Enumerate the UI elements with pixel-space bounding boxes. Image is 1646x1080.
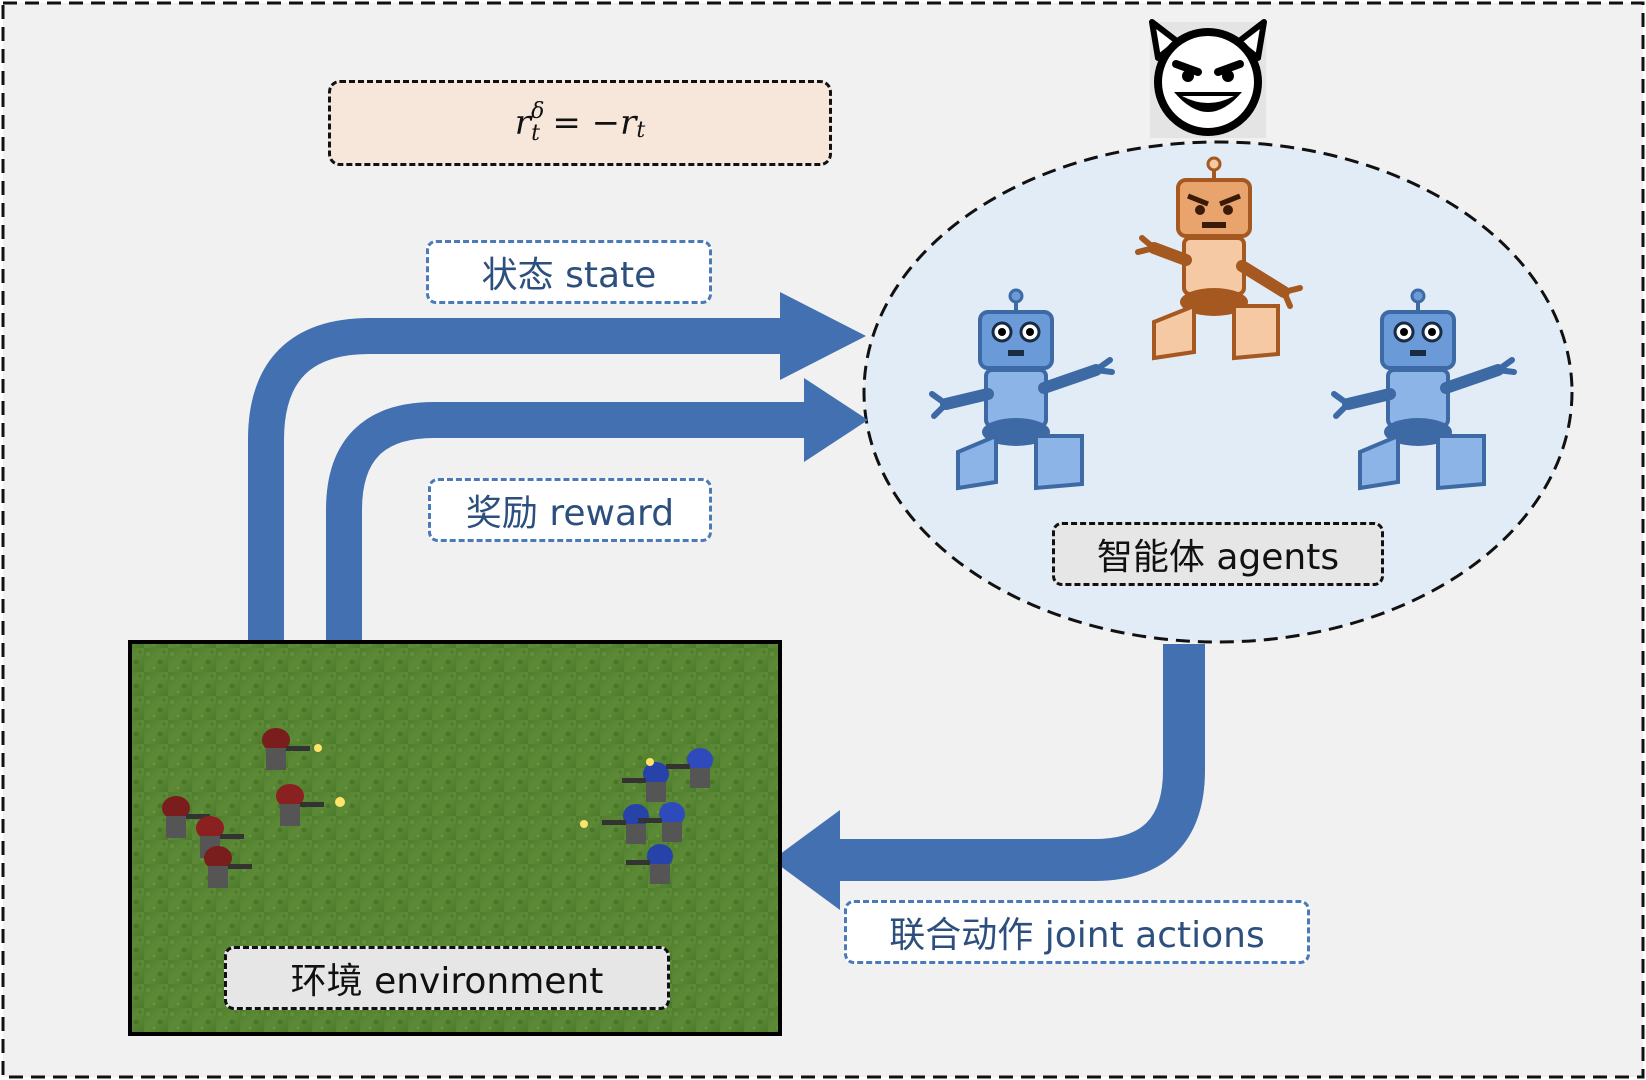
state-arrow-body [248, 318, 790, 640]
blue-robot-icon [929, 288, 1115, 491]
reward-arrowhead [804, 378, 868, 462]
actions-arrowhead [772, 810, 840, 910]
reward-label: 奖励 reward [428, 478, 712, 542]
red-units [162, 728, 345, 888]
blue-units [580, 748, 713, 884]
blue-robot-icon [1331, 288, 1517, 491]
devil-emoji-icon [1149, 19, 1267, 138]
formula-rhs-sub: t [636, 117, 646, 143]
actions-arrow-body [830, 644, 1205, 881]
orange-robot-icon [1135, 156, 1303, 361]
agents-ellipse [862, 140, 1574, 644]
joint-actions-label: 联合动作 joint actions [844, 900, 1310, 964]
agents-label: 智能体 agents [1052, 522, 1384, 586]
formula-rhs: = −r [552, 103, 637, 143]
environment-label: 环境 environment [224, 946, 670, 1010]
state-label: 状态 state [426, 240, 712, 304]
formula-lhs-sub: t [531, 121, 540, 146]
reward-arrow-body [326, 402, 812, 640]
state-arrowhead [780, 292, 866, 380]
formula-lhs-base: r [514, 103, 532, 143]
formula-lhs-sup: δ [531, 99, 545, 124]
